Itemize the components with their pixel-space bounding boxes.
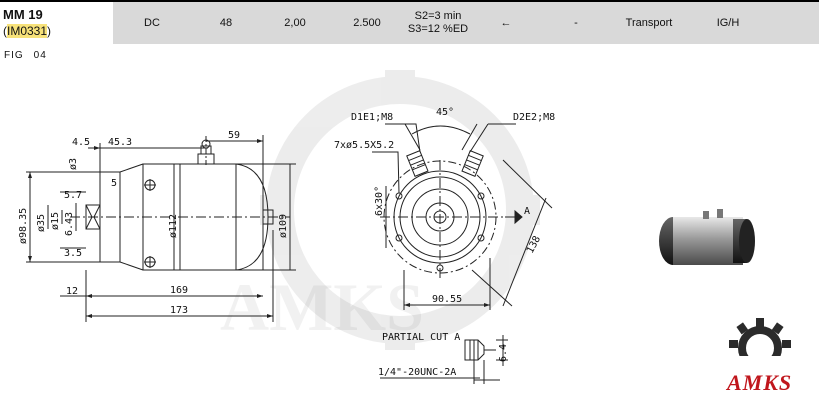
spec-bar: DC 48 2,00 2.500 S2=3 min S3=12 %ED ← - … bbox=[113, 0, 819, 44]
dim-59: 59 bbox=[228, 130, 240, 141]
dim-45deg: 45° bbox=[436, 107, 454, 118]
dim-d15: ø15 bbox=[50, 212, 61, 230]
dim-5: 5 bbox=[111, 178, 117, 189]
watermark-text: AMKS bbox=[220, 269, 424, 345]
spec-voltage: 48 bbox=[219, 16, 233, 29]
dim-169: 169 bbox=[170, 285, 188, 296]
technical-drawing: AMKS bbox=[18, 70, 555, 384]
figure-label: FIG 04 bbox=[4, 50, 57, 61]
model-code-value: IM0331 bbox=[7, 24, 48, 38]
dim-4-5: 4.5 bbox=[72, 137, 90, 148]
section-a: A bbox=[524, 206, 530, 217]
motor-photo bbox=[659, 209, 755, 265]
spec-protection: IG/H bbox=[716, 16, 740, 29]
model-code-open: ( bbox=[3, 24, 7, 38]
dim-173: 173 bbox=[170, 305, 188, 316]
spec-power: 2,00 bbox=[284, 16, 306, 29]
dim-6-4: 6.4 bbox=[498, 344, 509, 362]
model-title: MM 19 bbox=[3, 7, 43, 22]
dim-d112: ø112 bbox=[168, 214, 179, 238]
dim-90-55: 90.55 bbox=[432, 294, 462, 305]
spec-brake: - bbox=[574, 16, 578, 29]
spec-header: MM 19 (IM0331) DC 48 2,00 2.500 S2=3 min… bbox=[0, 0, 819, 44]
spec-current-type: DC bbox=[144, 16, 160, 29]
label-holes: 7xø5.5X5.2 bbox=[334, 140, 394, 151]
spec-duty-s3: S3=12 %ED bbox=[407, 23, 469, 35]
spec-rpm: 2.500 bbox=[353, 16, 381, 29]
label-d2e2: D2E2;M8 bbox=[513, 112, 555, 123]
amks-logo-gear bbox=[725, 318, 795, 370]
model-code-close: ) bbox=[47, 24, 52, 38]
dim-d109: ø109 bbox=[278, 214, 289, 238]
amks-logo-text: AMKS bbox=[727, 370, 793, 395]
spec-duty-s2: S2=3 min bbox=[414, 10, 462, 22]
label-d1e1: D1E1;M8 bbox=[351, 112, 393, 123]
figure-word: FIG bbox=[4, 50, 24, 61]
shaft-front bbox=[85, 204, 101, 230]
model-code: (IM0331) bbox=[3, 24, 51, 38]
dim-5-7: 5.7 bbox=[64, 190, 82, 201]
figure-number: 04 bbox=[33, 50, 47, 61]
label-partial-cut: PARTIAL CUT A bbox=[382, 332, 460, 343]
dim-6x30: 6x30° bbox=[374, 186, 385, 216]
dim-12: 12 bbox=[66, 286, 78, 297]
label-thread: 1/4"-20UNC-2A bbox=[378, 367, 456, 378]
spec-rotation: ← bbox=[500, 16, 512, 29]
dim-3-5: 3.5 bbox=[64, 248, 82, 259]
dim-45-3: 45.3 bbox=[108, 137, 132, 148]
dim-d3: ø3 bbox=[68, 158, 79, 170]
dim-6-43: 6.43 bbox=[64, 212, 75, 236]
dim-d98-35: ø98.35 bbox=[18, 208, 29, 244]
watermark-gear bbox=[260, 70, 540, 350]
spec-application: Transport bbox=[625, 16, 673, 29]
dim-d35: ø35 bbox=[36, 214, 47, 232]
model-cell: MM 19 (IM0331) bbox=[0, 0, 113, 44]
spec-duty: S2=3 min S3=12 %ED bbox=[405, 2, 471, 44]
